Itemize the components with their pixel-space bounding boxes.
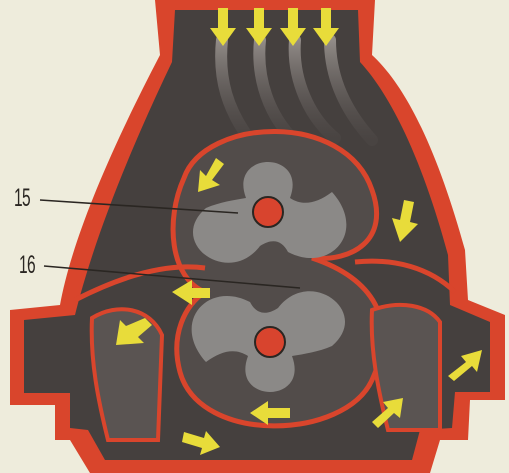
lower-rotor-hub-icon [255, 327, 285, 357]
right-outlet-passage [372, 305, 440, 430]
upper-rotor-hub-icon [253, 197, 283, 227]
callout-label-15: 15 [14, 186, 30, 211]
callout-label-16: 16 [19, 253, 35, 278]
